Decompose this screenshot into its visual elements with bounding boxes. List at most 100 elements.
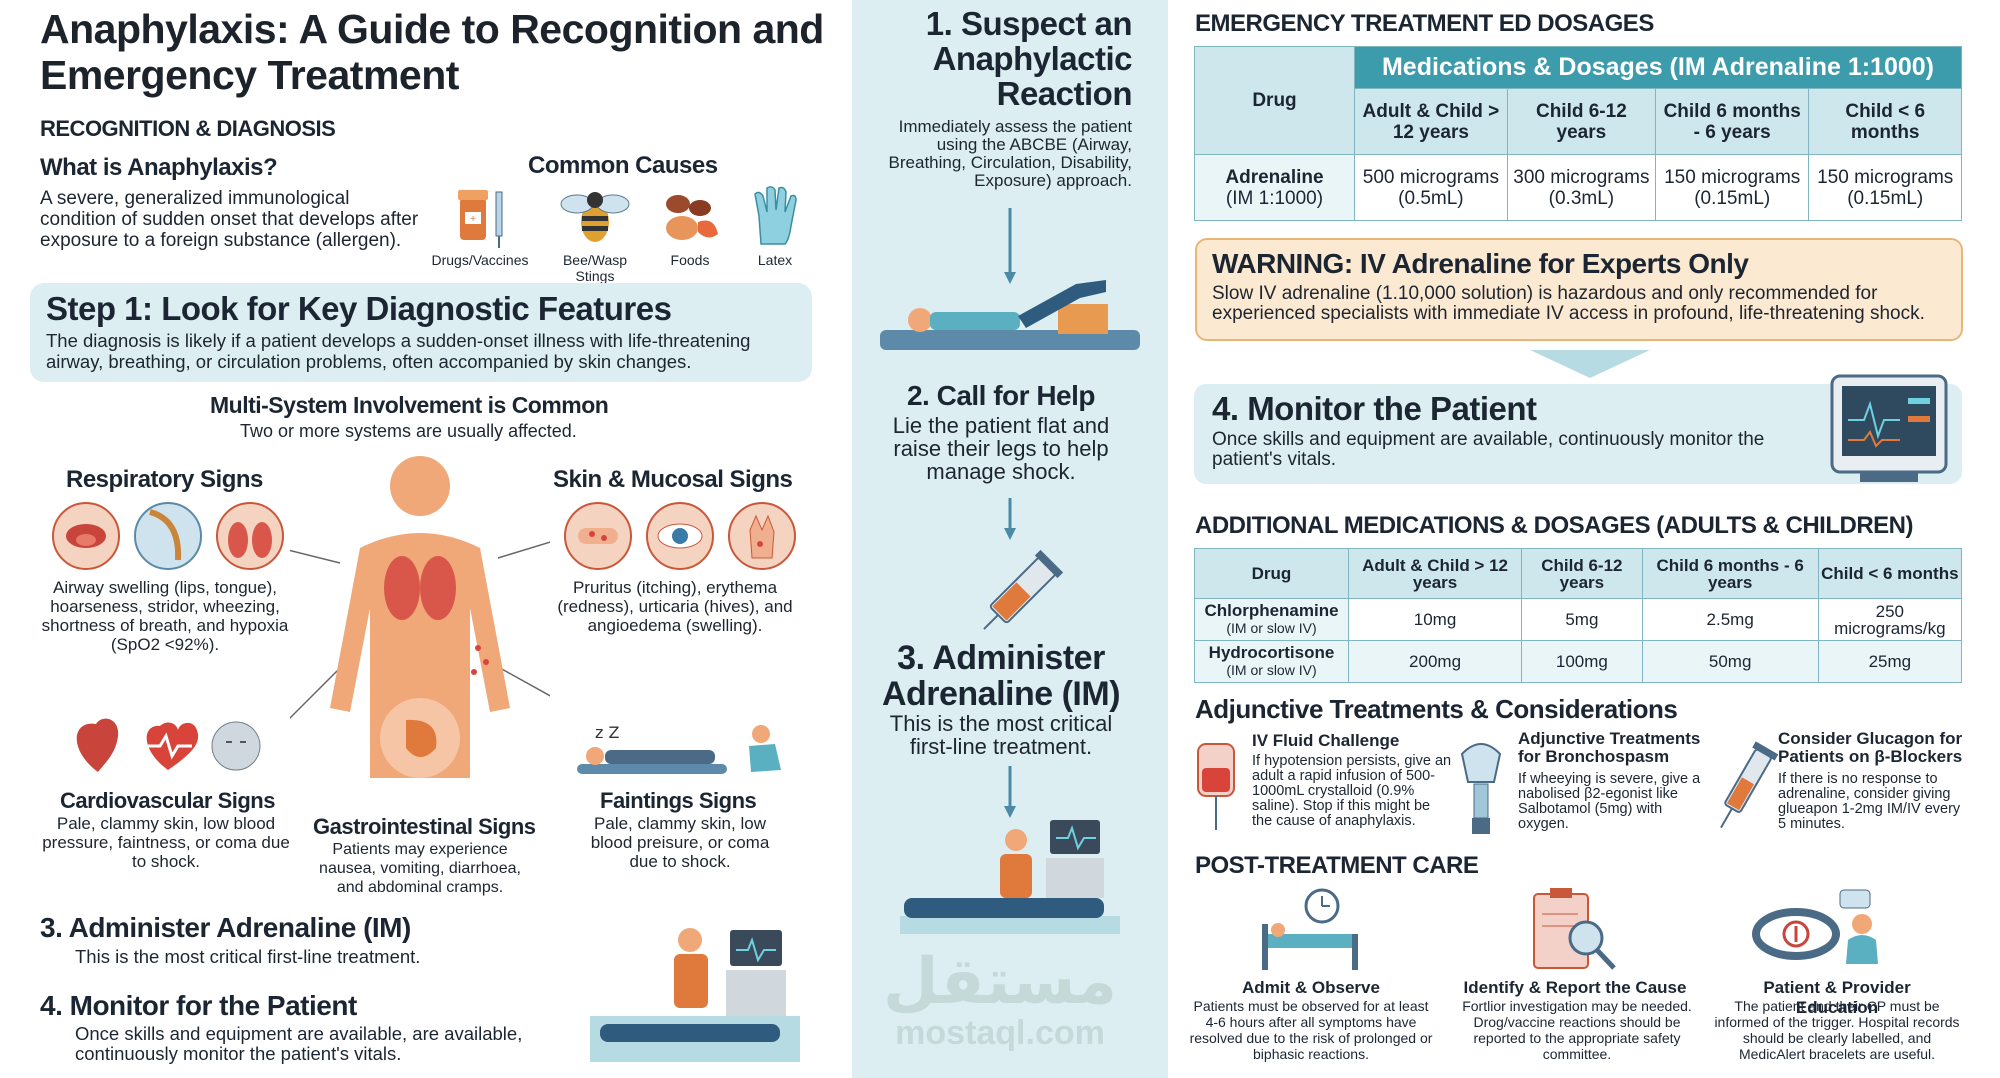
column-header: Adult & Child > 12 years <box>1347 548 1523 599</box>
cause-drugs: + Drugs/Vaccines <box>430 182 530 268</box>
eye-icon <box>646 502 714 570</box>
mid-step1-text: Immediately assess the patient using the… <box>888 117 1132 190</box>
dose-cell: 25mg <box>1817 640 1963 683</box>
cardio-heading: Cardiovascular Signs <box>60 788 275 813</box>
page-title: Anaphylaxis: A Guide to Recognition and … <box>40 6 824 98</box>
adrenaline-table: Drug Medications & Dosages (IM Adrenalin… <box>1194 46 1962 221</box>
mid-step2-heading: 2. Call for Help <box>906 380 1096 411</box>
cause-label: Bee/Wasp Stings <box>562 252 628 284</box>
post-text: Fortlior investigation may be needed. Dr… <box>1462 998 1692 1062</box>
iv-bag-icon <box>1197 743 1235 830</box>
column-header: Child 6-12 years <box>1506 88 1657 155</box>
step1-text: The diagnosis is likely if a patient dev… <box>46 330 751 372</box>
dose-cell: 500 micrograms (0.5mL) <box>1354 154 1508 221</box>
hospital-bed-icon <box>1262 888 1358 970</box>
body-figure-icon <box>290 456 550 778</box>
cause-bee: Bee/Wasp Stings <box>545 182 645 284</box>
adjunctive-title: IV Fluid Challenge <box>1252 731 1400 750</box>
column-header: Adult & Child > 12 years <box>1354 88 1508 155</box>
glove-icon <box>754 186 797 245</box>
drug-header: Drug <box>1194 46 1355 155</box>
warning-panel <box>1195 238 1963 341</box>
mid-step2-text: Lie the patient flat and raise their leg… <box>892 413 1110 484</box>
monitor-text: Once skills and equipment are available,… <box>1212 429 1765 470</box>
cardio-text: Pale, clammy skin, low blood pressure, f… <box>42 814 290 871</box>
skin-text: Pruritus (itching), erythema (redness), … <box>557 578 793 635</box>
throat-icon <box>134 502 202 570</box>
down-arrow-icon <box>1530 350 1650 378</box>
additional-heading: ADDITIONAL MEDICATIONS & DOSAGES (ADULTS… <box>1195 512 1914 539</box>
patient-monitor-scene-icon <box>590 928 800 1062</box>
drug-note: (IM or slow IV) <box>1226 620 1317 636</box>
multi-subheading: Two or more systems are usually affected… <box>240 421 577 441</box>
recognition-heading: RECOGNITION & DIAGNOSIS <box>40 116 336 141</box>
bee-icon <box>560 192 630 242</box>
cause-latex: Latex <box>725 182 825 268</box>
vial-syringe-icon: + <box>458 190 503 248</box>
column-header: Child 6-12 years <box>1521 548 1643 599</box>
column-header: Child 6 months - 6 years <box>1641 548 1819 599</box>
dose-cell: 150 micrograms (0.15mL) <box>1808 154 1962 221</box>
faint-heading: Faintings Signs <box>600 788 757 813</box>
post-title: Identify & Report the Cause <box>1463 978 1687 997</box>
adjunctive-text: If there is no response to adrenaline, c… <box>1778 771 1961 832</box>
gi-heading: Gastrointestinal Signs <box>313 814 536 839</box>
vitals-monitor-icon <box>1830 374 1948 482</box>
heart-organ-icon <box>76 718 119 772</box>
drug-cell: Hydrocortisone(IM or slow IV) <box>1194 640 1349 683</box>
what-heading: What is Anaphylaxis? <box>40 154 278 181</box>
table-row: Hydrocortisone(IM or slow IV) 200mg 100m… <box>1194 640 1963 683</box>
column-header: Child < 6 months <box>1808 88 1962 155</box>
left-step4-heading: 4. Monitor for the Patient <box>40 990 357 1021</box>
cause-foods: Foods <box>640 182 740 268</box>
drug-name: Adrenaline <box>1225 166 1324 188</box>
glucagon-syringe-icon <box>1720 741 1778 829</box>
mid-step1-heading: 1. Suspect an Anaphylactic Reaction <box>925 5 1133 112</box>
left-step3-heading: 3. Administer Adrenaline (IM) <box>40 912 411 943</box>
svg-text:z Z: z Z <box>595 723 619 742</box>
lungs-icon <box>216 502 284 570</box>
step1-heading: Step 1: Look for Key Diagnostic Features <box>46 290 672 327</box>
emergency-heading: EMERGENCY TREATMENT ED DOSAGES <box>1195 10 1654 37</box>
step1-panel <box>30 283 812 382</box>
post-title: Patient & Provider Education <box>1763 978 1911 1017</box>
fainting-icon: z Z <box>577 723 781 774</box>
post-text: Patients must be observed for at least 4… <box>1189 998 1433 1062</box>
skin-icons <box>564 502 796 570</box>
cause-label: Foods <box>670 252 710 268</box>
watermark-english: mostaql.com <box>895 1014 1105 1052</box>
post-title: Admit & Observe <box>1242 978 1380 997</box>
legs-raised-icon <box>880 208 1140 350</box>
dose-cell: 50mg <box>1641 640 1819 683</box>
post-text: The patient and their CP must be informe… <box>1714 998 1960 1062</box>
nebulizer-icon <box>1460 743 1502 834</box>
svg-text:+: + <box>470 214 476 225</box>
syringe-icon <box>983 498 1064 630</box>
mid-step3-heading: 3. Administer Adrenaline (IM) <box>881 639 1121 713</box>
lips-icon <box>52 502 120 570</box>
dose-cell: 250 micrograms/kg <box>1817 598 1963 641</box>
bracelet-icon <box>1752 889 1878 964</box>
patient-monitor-icon <box>900 766 1120 934</box>
left-step4-text: Once skills and equipment are available,… <box>75 1023 523 1064</box>
post-heading: POST-TREATMENT CARE <box>1195 852 1479 879</box>
drug-header: Drug <box>1194 548 1349 599</box>
drug-note: (IM 1:1000) <box>1225 187 1324 209</box>
respiratory-text: Airway swelling (lips, tongue), hoarsene… <box>41 578 289 654</box>
rash-arm-icon <box>564 502 632 570</box>
dose-cell: 150 micrograms (0.15mL) <box>1654 154 1810 221</box>
dose-cell: 10mg <box>1347 598 1523 641</box>
clipboard-magnifier-icon <box>1533 888 1616 970</box>
dose-cell: 2.5mg <box>1641 598 1819 641</box>
pale-face-icon <box>211 721 261 771</box>
adjunctive-title: Consider Glucagon for Patients on β-Bloc… <box>1778 729 1963 766</box>
cause-label: Drugs/Vaccines <box>431 252 529 268</box>
cause-label: Latex <box>757 252 793 268</box>
respiratory-icons <box>52 502 284 570</box>
heartbeat-icon <box>146 722 199 770</box>
watermark-arabic: مستقل <box>882 945 1118 1017</box>
food-icon <box>666 195 718 240</box>
cardio-icons <box>76 718 261 772</box>
table-row: Chlorphenamine(IM or slow IV) 10mg 5mg 2… <box>1194 598 1963 641</box>
column-header: Child 6 months - 6 years <box>1654 88 1810 155</box>
